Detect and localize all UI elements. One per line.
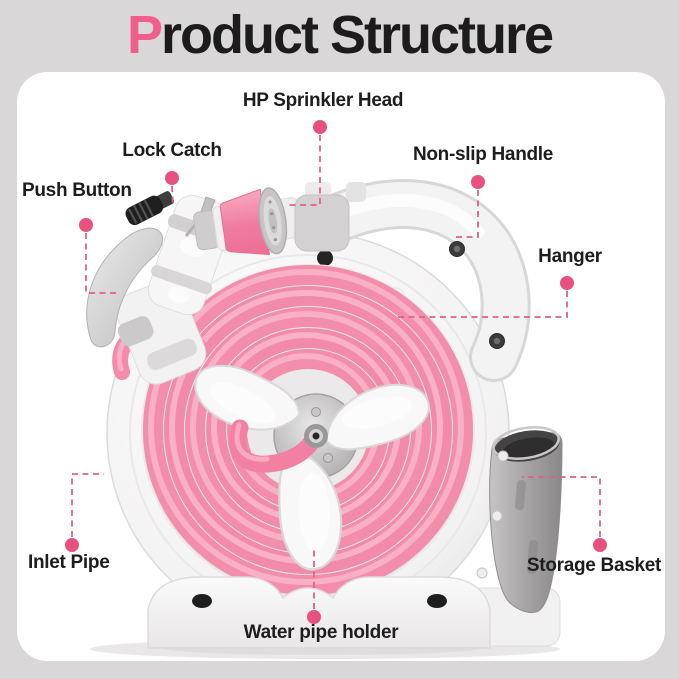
callout-line-non-slip-handle [452,190,479,238]
callout-label-lock-catch: Lock Catch [122,140,222,161]
callout-dot-hp-sprinkler-head [313,120,327,134]
callout-dot-non-slip-handle [471,175,485,189]
callout-line-hp-sprinkler-head [289,135,321,206]
callout-label-inlet-pipe: Inlet Pipe [28,552,110,573]
callout-label-hp-sprinkler-head: HP Sprinkler Head [242,90,404,111]
sprinkler-head-part [193,187,288,256]
callout-line-hanger [396,291,568,318]
callout-line-storage-basket [522,476,601,537]
callout-line-inlet-pipe [71,473,104,537]
callout-label-push-button: Push Button [22,180,132,201]
trigger [86,227,164,348]
callout-line-lock-catch [171,185,174,208]
callout-line-push-button [85,233,117,294]
title-rest: roduct Structure [160,5,554,65]
hub-spinner [184,350,437,572]
basket-screws [476,450,509,579]
callout-dot-inlet-pipe [65,538,79,552]
push-button-part [125,191,175,226]
title-highlight-letter: P [126,5,163,65]
callout-dot-push-button [79,218,93,232]
page-title: Product Structure [0,4,679,66]
callout-dot-hanger [560,276,574,290]
callout-dot-water-pipe-holder [307,610,321,624]
callout-label-hanger: Hanger [538,246,602,267]
callout-label-non-slip-handle: Non-slip Handle [412,144,554,165]
handle-hinge-block [294,182,366,252]
callout-label-water-pipe-holder: Water pipe holder [243,622,399,643]
callout-label-storage-basket: Storage Basket [526,555,662,576]
spray-gun [86,182,366,385]
hub-hose-hook [229,419,323,473]
callout-dot-lock-catch [165,171,179,185]
callout-dot-storage-basket [593,538,607,552]
